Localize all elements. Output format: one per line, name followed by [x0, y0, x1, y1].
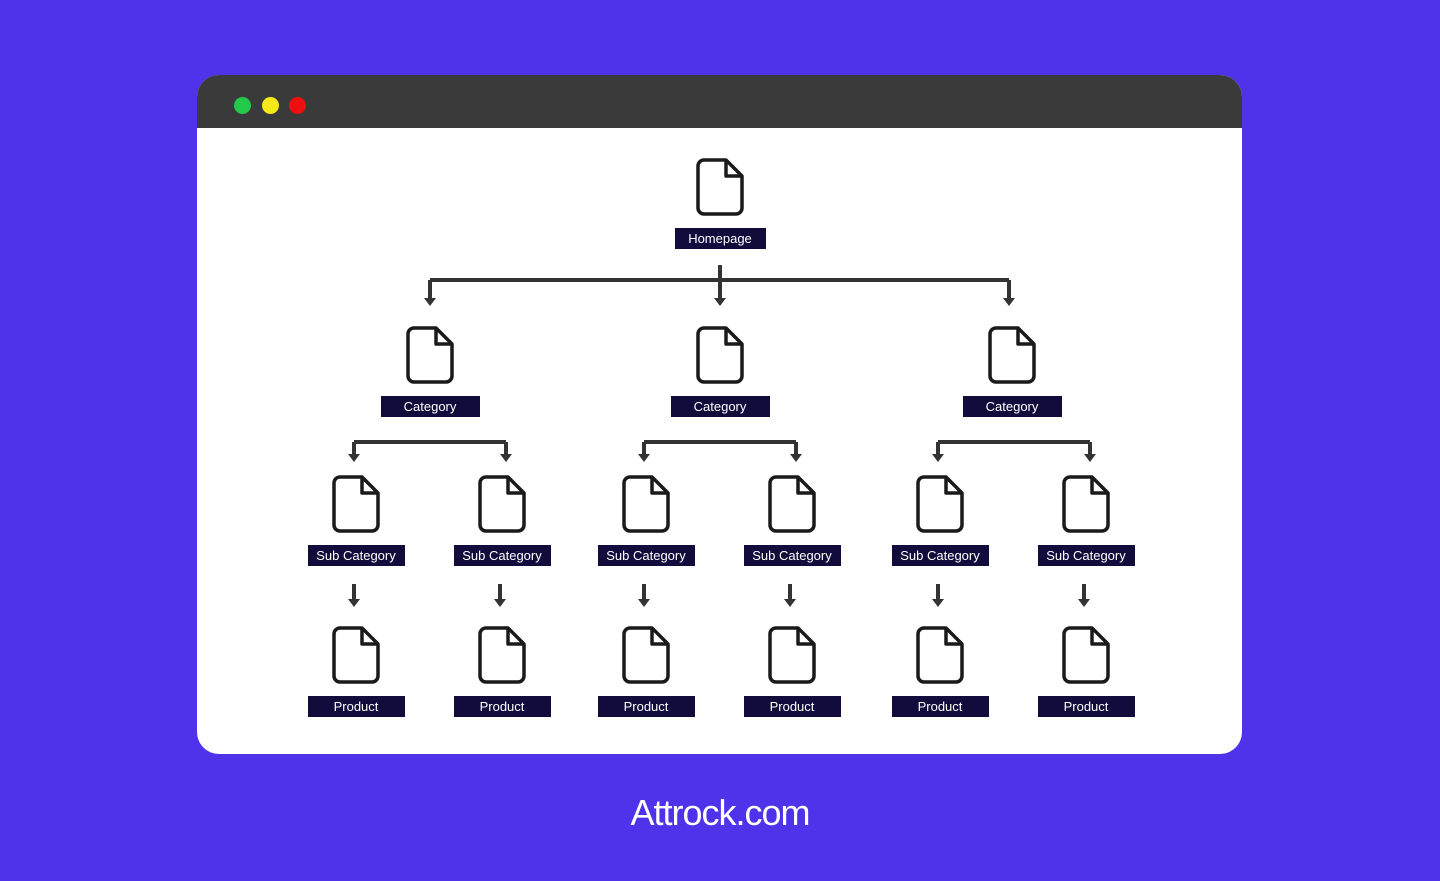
product-node: Product: [743, 626, 841, 717]
arrow-head-icon: [1084, 454, 1096, 462]
document-icon: [1062, 475, 1110, 533]
product-node-label: Product: [743, 696, 841, 717]
document-icon: [478, 626, 526, 684]
category-node: Category: [380, 326, 480, 417]
category-node-label: Category: [962, 396, 1062, 417]
document-icon: [916, 475, 964, 533]
arrow-head-icon: [638, 454, 650, 462]
brand-footer: Attrock.com: [630, 792, 810, 833]
arrow-head-icon: [638, 599, 650, 607]
sub-category-node: Sub Category: [597, 475, 695, 566]
document-icon: [988, 326, 1036, 384]
arrow-head-icon: [1003, 298, 1015, 306]
arrow-head-icon: [1078, 599, 1090, 607]
product-node-label: Product: [1037, 696, 1135, 717]
product-node-label: Product: [597, 696, 695, 717]
category-node: Category: [962, 326, 1062, 417]
arrow-head-icon: [348, 454, 360, 462]
sub-category-node-label: Sub Category: [743, 545, 841, 566]
arrow-head-icon: [784, 599, 796, 607]
arrow-head-icon: [494, 599, 506, 607]
document-icon: [768, 626, 816, 684]
arrow-head-icon: [348, 599, 360, 607]
document-icon: [478, 475, 526, 533]
document-icon: [332, 626, 380, 684]
category-node-label: Category: [380, 396, 480, 417]
document-icon: [696, 326, 744, 384]
document-icon: [622, 475, 670, 533]
product-node-label: Product: [891, 696, 989, 717]
arrow-head-icon: [932, 454, 944, 462]
arrow-head-icon: [932, 599, 944, 607]
document-icon: [332, 475, 380, 533]
arrow-head-icon: [790, 454, 802, 462]
sub-category-node: Sub Category: [743, 475, 841, 566]
sub-category-node: Sub Category: [453, 475, 551, 566]
sub-category-node-label: Sub Category: [1037, 545, 1135, 566]
yellow-dot-icon[interactable]: [262, 97, 279, 114]
red-dot-icon[interactable]: [289, 97, 306, 114]
product-node: Product: [307, 626, 405, 717]
homepage-node-label: Homepage: [674, 228, 766, 249]
document-icon: [1062, 626, 1110, 684]
arrow-head-icon: [714, 298, 726, 306]
product-node: Product: [891, 626, 989, 717]
document-icon: [768, 475, 816, 533]
homepage-node: Homepage: [674, 158, 766, 249]
sub-category-node: Sub Category: [307, 475, 405, 566]
arrow-head-icon: [500, 454, 512, 462]
sub-category-node: Sub Category: [891, 475, 989, 566]
category-node: Category: [670, 326, 770, 417]
document-icon: [406, 326, 454, 384]
product-node: Product: [1037, 626, 1135, 717]
document-icon: [916, 626, 964, 684]
product-node: Product: [453, 626, 551, 717]
product-node: Product: [597, 626, 695, 717]
sub-category-node-label: Sub Category: [307, 545, 405, 566]
document-icon: [696, 158, 744, 216]
product-node-label: Product: [453, 696, 551, 717]
category-node-label: Category: [670, 396, 770, 417]
sub-category-node-label: Sub Category: [453, 545, 551, 566]
sub-category-node-label: Sub Category: [597, 545, 695, 566]
green-dot-icon[interactable]: [234, 97, 251, 114]
sub-category-node-label: Sub Category: [891, 545, 989, 566]
window-titlebar: [197, 75, 1242, 128]
document-icon: [622, 626, 670, 684]
sub-category-node: Sub Category: [1037, 475, 1135, 566]
arrow-head-icon: [424, 298, 436, 306]
product-node-label: Product: [307, 696, 405, 717]
